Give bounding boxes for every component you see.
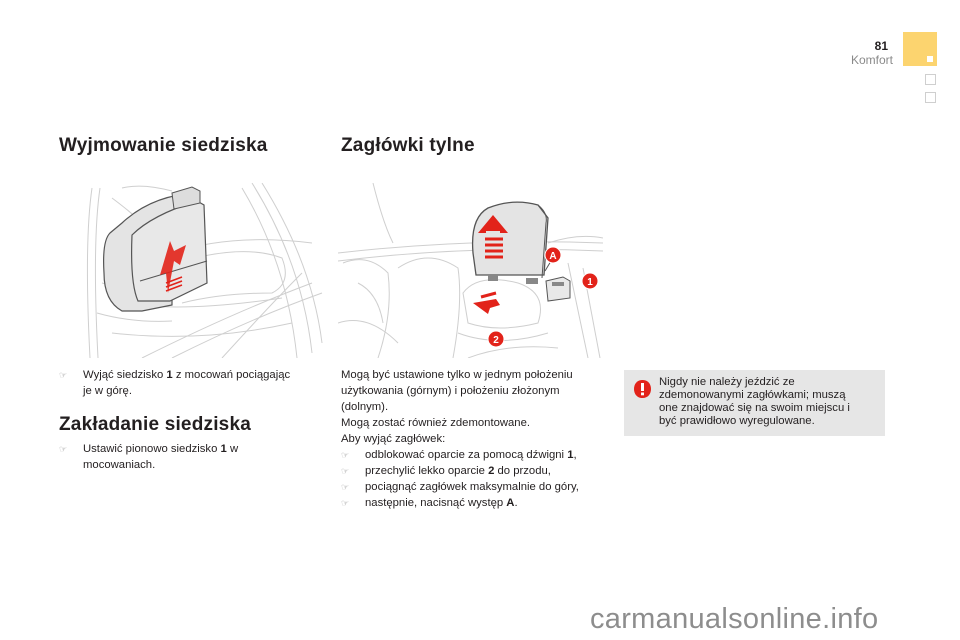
watermark: carmanualsonline.info — [590, 603, 879, 635]
hand-pointer-icon: ☞ — [341, 482, 350, 492]
hand-pointer-icon: ☞ — [341, 466, 350, 476]
step-item: ☞ Ustawić pionowo siedzisko 1 w — [59, 441, 321, 457]
warning-text: Nigdy nie należy jeździć ze zdemonowanym… — [659, 376, 850, 427]
section-title-seat-removal: Wyjmowanie siedziska — [59, 135, 268, 156]
chapter-title: Komfort — [850, 53, 893, 67]
chapter-tab-box — [925, 74, 936, 85]
step-text: Ustawić pionowo siedzisko 1 w — [83, 443, 239, 455]
step-item: ☞ następnie, nacisnąć występ A. — [341, 497, 518, 509]
seat-install-steps: ☞ Ustawić pionowo siedzisko 1 w mocowani… — [59, 441, 321, 473]
chapter-tab-active — [903, 32, 937, 66]
seat-removal-illustration — [82, 183, 324, 358]
seat-removal-steps: ☞ Wyjąć siedzisko 1 z mocowań pociągając… — [59, 367, 321, 399]
warning-icon — [634, 380, 651, 398]
step-item: ☞ Wyjąć siedzisko 1 z mocowań pociągając — [59, 367, 321, 383]
step-item: ☞ pociągnąć zagłówek maksymalnie do góry… — [341, 481, 579, 493]
chapter-tab-box — [925, 92, 936, 103]
hand-pointer-icon: ☞ — [341, 450, 350, 460]
warning-box: Nigdy nie należy jeździć ze zdemonowanym… — [624, 370, 885, 436]
step-text: Wyjąć siedzisko 1 z mocowań pociągając — [83, 369, 291, 381]
headrest-removal-steps: ☞ odblokować oparcie za pomocą dźwigni 1… — [341, 447, 616, 511]
step-item: ☞ przechylić lekko oparcie 2 do przodu, — [341, 465, 551, 477]
label-1: 1 — [581, 272, 599, 290]
hand-pointer-icon: ☞ — [341, 498, 350, 508]
headrest-intro: Mogą być ustawione tylko w jednym położe… — [341, 369, 573, 445]
step-item-continuation: je w górę. — [83, 385, 132, 397]
step-item-continuation: mocowaniach. — [83, 459, 156, 471]
hand-pointer-icon: ☞ — [59, 370, 68, 380]
hand-pointer-icon: ☞ — [59, 444, 68, 454]
label-2: 2 — [487, 330, 505, 348]
section-title-seat-install: Zakładanie siedziska — [59, 414, 251, 435]
page-number: 81 — [874, 39, 888, 53]
section-title-rear-headrests: Zagłówki tylne — [341, 135, 475, 156]
svg-text:A: A — [549, 251, 556, 262]
step-item: ☞ odblokować oparcie za pomocą dźwigni 1… — [341, 449, 577, 461]
headrest-illustration: A 1 2 — [338, 183, 603, 358]
svg-text:2: 2 — [493, 335, 499, 346]
svg-text:1: 1 — [587, 277, 593, 288]
label-A: A — [544, 246, 562, 264]
